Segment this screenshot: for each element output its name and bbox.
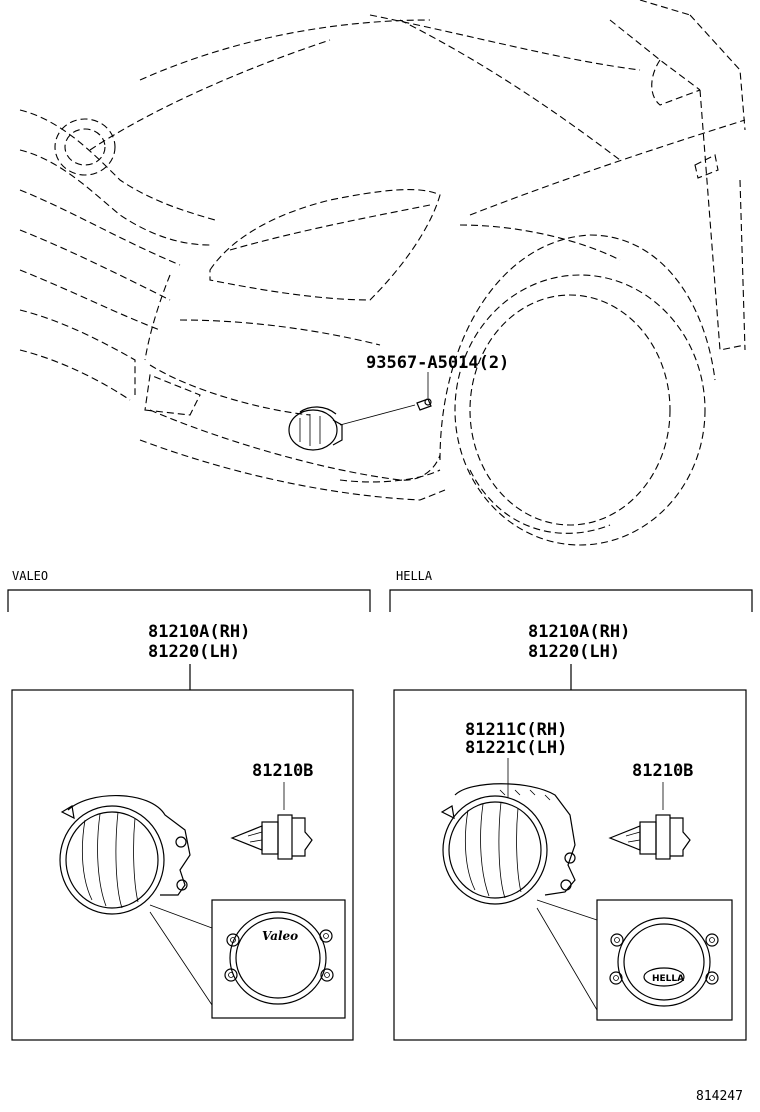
hella-section-title: HELLA [396, 569, 433, 583]
hella-assembly-rh: 81210A(RH) [528, 622, 630, 642]
hella-subpart-rh: 81211C(RH) [465, 720, 567, 740]
hella-detail-box [596, 899, 733, 1021]
hella-panel: 81210A(RH) 81220(LH) 81211C(RH) 81221C(L… [393, 622, 747, 1041]
valeo-bulb-icon [230, 814, 313, 860]
hella-logo-oval [643, 967, 685, 987]
hella-bulb-label: 81210B [632, 761, 693, 781]
section-brackets: VALEO HELLA [7, 569, 753, 612]
valeo-assembly-lh: 81220(LH) [148, 642, 240, 662]
hella-fog-lamp-icon [440, 783, 576, 905]
hella-assembly-lh: 81220(LH) [528, 642, 620, 662]
screw-part-number: 93567-A5014(2) [366, 353, 509, 373]
valeo-bulb-label: 81210B [252, 761, 313, 781]
hella-subpart-lh: 81221C(LH) [465, 738, 567, 758]
valeo-panel: 81210A(RH) 81220(LH) 81210B [11, 622, 354, 1041]
valeo-section-title: VALEO [12, 569, 48, 583]
valeo-assembly-rh: 81210A(RH) [148, 622, 250, 642]
valeo-fog-lamp-icon [59, 794, 191, 915]
valeo-detail-box [211, 899, 346, 1019]
figure-id: 814247 [696, 1089, 743, 1104]
hella-bulb-icon [608, 814, 691, 860]
hella-brand-mark: HELLA [652, 974, 684, 984]
car-front-illustration [19, 0, 746, 546]
valeo-parts-box [11, 689, 354, 1041]
valeo-brand-mark: Valeo [262, 929, 298, 943]
hella-parts-box [393, 689, 747, 1041]
